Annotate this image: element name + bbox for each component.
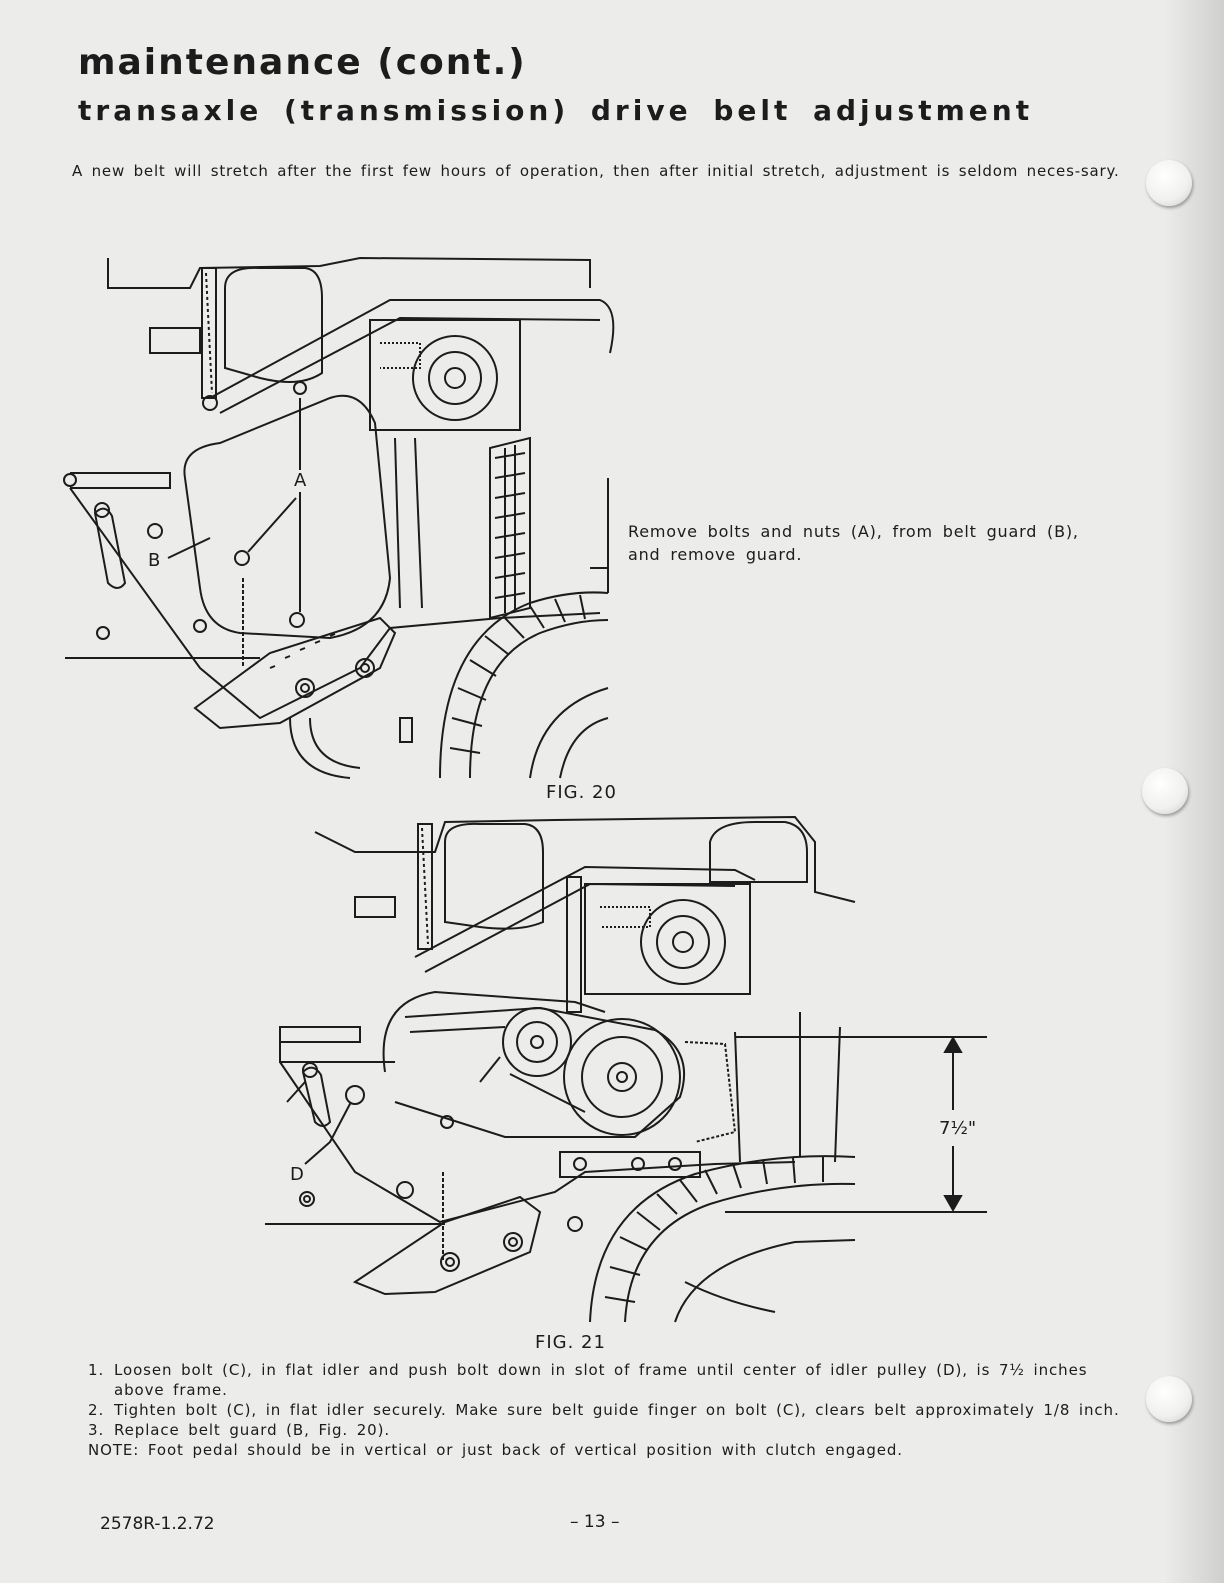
list-item: 2. Tighten bolt (C), in flat idler secur… [88,1400,1128,1420]
idler-pulley-illustration [265,815,987,1323]
page-title: maintenance (cont.) [78,42,527,83]
belt-guard-illustration [63,256,615,779]
figure-21 [255,812,995,1332]
fig21-labels: C D 7½" [290,1110,976,1185]
label-b: B [148,550,160,571]
step-text: Tighten bolt (C), in flat idler securely… [114,1401,1120,1419]
fig20-labels: A B [148,470,307,571]
binder-hole-middle [1142,768,1188,814]
label-a: A [294,470,307,491]
list-item: 3. Replace belt guard (B, Fig. 20). [88,1420,1128,1440]
step-number: 1. [88,1361,105,1379]
step-number: 2. [88,1401,105,1419]
page-number: – 13 – [570,1512,620,1532]
fig20-caption: FIG. 20 [546,782,617,803]
instruction-list: 1. Loosen bolt (C), in flat idler and pu… [88,1360,1128,1460]
step-number: 3. [88,1421,105,1439]
label-d: D [290,1164,304,1185]
figure-20 [60,248,620,788]
list-item: 1. Loosen bolt (C), in flat idler and pu… [88,1360,1128,1400]
step-text: Loosen bolt (C), in flat idler and push … [114,1361,1088,1399]
fig21-caption: FIG. 21 [535,1332,606,1353]
binder-hole-bottom [1146,1376,1192,1422]
step-text: Replace belt guard (B, Fig. 20). [114,1421,391,1439]
fig20-instruction: Remove bolts and nuts (A), from belt gua… [628,522,1079,564]
note-text: NOTE: Foot pedal should be in vertical o… [88,1441,903,1459]
binder-hole-top [1146,160,1192,206]
intro-paragraph: A new belt will stretch after the first … [72,162,1120,180]
document-code: 2578R-1.2.72 [100,1514,215,1534]
dimension-label: 7½" [939,1118,976,1139]
section-title: transaxle (transmission) drive belt adju… [78,94,1034,127]
